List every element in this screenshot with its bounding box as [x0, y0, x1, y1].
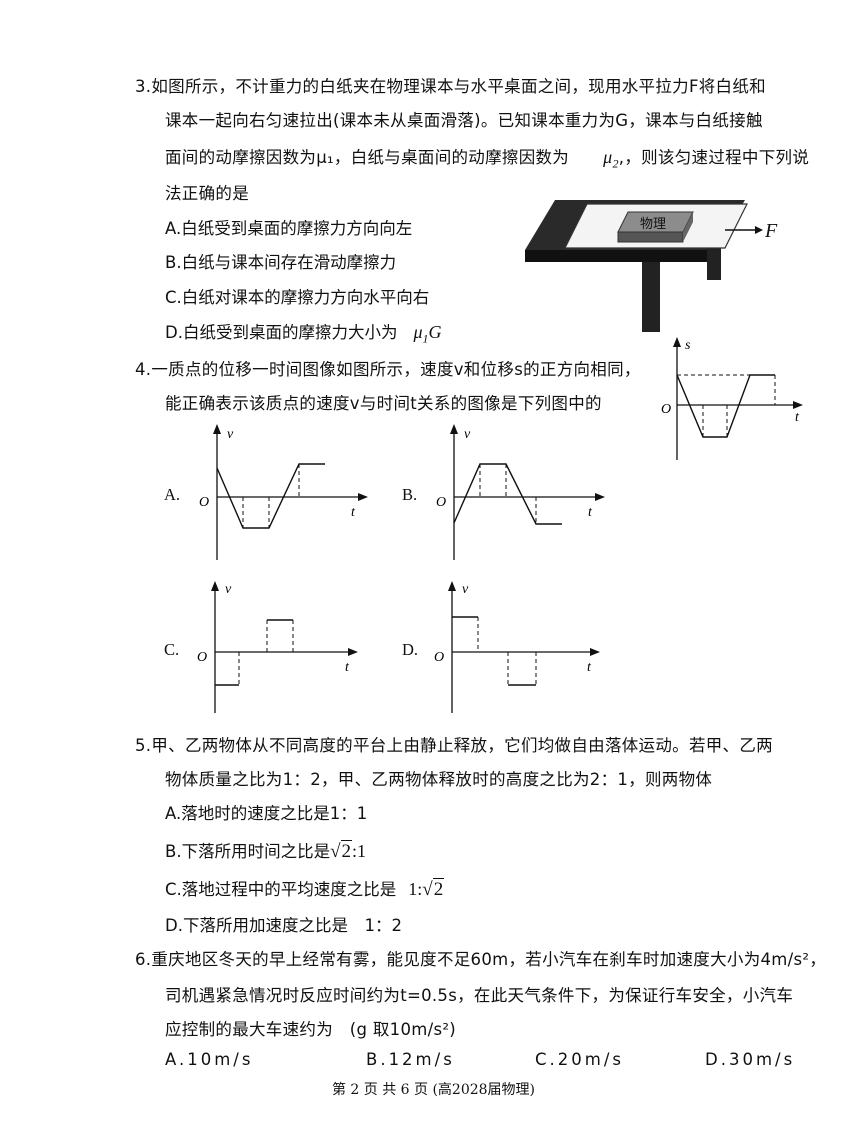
s-t-graph: s t O: [661, 337, 803, 460]
q4-stem-line1: 4.一质点的位移一时间图像如图所示，速度v和位移s的正方向相同，: [135, 360, 641, 379]
origin-label: O: [436, 495, 446, 510]
q5-option-c: C.落地过程中的平均速度之比是 1:√2: [165, 876, 445, 901]
t-axis-label: t: [345, 660, 350, 675]
mu2-subscript: 2: [612, 156, 619, 171]
v-axis-label: v: [464, 427, 471, 442]
q6-option-d: D.30m/s: [705, 1050, 796, 1069]
sqrt-symbol: √2: [422, 878, 445, 900]
table-leg-front: [642, 262, 660, 332]
force-arrowhead: [755, 226, 763, 234]
q3-stem-line3-text: 面间的动摩擦因数为μ₁，白纸与桌面间的动摩擦因数为: [165, 148, 570, 167]
origin-label: O: [661, 402, 671, 417]
q4-graph-b: v O t: [436, 424, 605, 560]
q6-stem-line2: 司机遇紧急情况时反应时间约为t=0.5s，在此天气条件下，为保证行车安全，小汽车: [165, 986, 794, 1005]
q5-option-c-head: 1:: [408, 879, 423, 899]
q4-graph-d: v O t: [434, 581, 600, 713]
v-axis-arrow: [450, 424, 458, 434]
q3-option-b: B.白纸与课本间存在滑动摩擦力: [165, 253, 397, 272]
v-axis-arrow: [213, 424, 221, 434]
book-label: 物理: [640, 216, 666, 231]
v-axis-label: v: [227, 427, 234, 442]
q5-option-b: B.下落所用时间之比是√2:1: [165, 838, 366, 863]
v-axis-label: v: [462, 582, 469, 597]
q6-stem-line1: 6.重庆地区冬天的早上经常有雾，能见度不足60m，若小汽车在刹车时加速度大小为4…: [135, 950, 827, 969]
v-t-curve: [453, 463, 562, 525]
q5-stem-line2: 物体质量之比为1：2，甲、乙两物体释放时的高度之比为2：1，则两物体: [165, 770, 713, 789]
q4-option-d-label: D.: [402, 640, 419, 659]
q3-stem-line4: 法正确的是: [165, 184, 249, 203]
t-axis-arrow: [348, 648, 358, 656]
q3-stem-line3: 面间的动摩擦因数为μ₁，白纸与桌面间的动摩擦因数为 μ2,，则该匀速过程中下列说: [165, 144, 809, 171]
q3-stem-line2: 课本一起向右匀速拉出(课本未从桌面滑落)。已知课本重力为G，课本与白纸接触: [165, 111, 763, 130]
t-axis-label: t: [588, 505, 593, 520]
t-axis-label: t: [351, 505, 356, 520]
mu1-subscript: 1: [422, 331, 429, 346]
book-right: [683, 212, 693, 242]
q4-option-c-label: C.: [164, 640, 180, 659]
q6-option-c: C.20m/s: [535, 1050, 624, 1069]
q5-option-b-tail: :1: [352, 841, 367, 861]
mu2-symbol: μ: [603, 147, 613, 167]
q4-stem-line2: 能正确表示该质点的速度v与时间t关系的图像是下列图中的: [165, 394, 602, 413]
v-axis-arrow: [211, 581, 219, 591]
origin-label: O: [434, 650, 444, 665]
tabletop-edge: [525, 250, 715, 262]
page-footer: 第 2 页 共 6 页 (高2028届物理): [331, 1082, 536, 1098]
origin-label: O: [197, 650, 207, 665]
s-t-curve: [676, 374, 775, 438]
q5-option-d: D.下落所用加速度之比是 1：2: [165, 916, 402, 935]
q3-option-a: A.白纸受到桌面的摩擦力方向向左: [165, 219, 413, 238]
v-t-curve: [216, 463, 325, 529]
v-axis-arrow: [448, 581, 456, 591]
book-side: [617, 231, 684, 243]
v-axis-label: v: [225, 582, 232, 597]
t-axis-arrow: [595, 493, 605, 501]
table-book-figure: 物理 F: [525, 200, 778, 332]
gravity-symbol: G: [428, 322, 442, 342]
q3-option-d: D.白纸受到桌面的摩擦力大小为 μ1G: [165, 319, 442, 346]
q4-option-a-label: A.: [164, 485, 181, 504]
t-axis-arrow: [590, 648, 600, 656]
q3-stem-line1: 3.如图所示，不计重力的白纸夹在物理课本与水平桌面之间，现用水平拉力F将白纸和: [135, 77, 766, 96]
q5-option-b-text: B.下落所用时间之比是: [165, 842, 331, 861]
origin-label: O: [199, 495, 209, 510]
q5-option-c-text: C.落地过程中的平均速度之比是: [165, 880, 397, 899]
t-axis-arrow: [793, 401, 803, 409]
q5-stem-line1: 5.甲、乙两物体从不同高度的平台上由静止释放，它们均做自由落体运动。若甲、乙两: [135, 736, 773, 755]
s-axis-label: s: [685, 338, 691, 353]
q3-stem-line3-tail: ,，则该匀速过程中下列说: [618, 148, 810, 167]
q6-stem-line3: 应控制的最大车速约为 (g 取10m/s²): [165, 1020, 457, 1039]
t-axis-arrow: [358, 493, 368, 501]
t-axis-label: t: [795, 410, 800, 425]
q3-option-d-text: D.白纸受到桌面的摩擦力大小为: [165, 323, 398, 342]
q5-option-a: A.落地时的速度之比是1：1: [165, 804, 368, 823]
q6-option-b: B.12m/s: [366, 1050, 455, 1069]
mu1-symbol: μ: [413, 322, 423, 342]
t-axis-label: t: [587, 660, 592, 675]
sqrt-symbol: √2: [330, 840, 353, 862]
q4-graph-c: v O t: [197, 581, 358, 713]
q4-graph-a: v O t: [199, 424, 368, 560]
q6-option-a: A.10m/s: [165, 1050, 254, 1069]
q3-option-c: C.白纸对课本的摩擦力方向水平向右: [165, 288, 430, 307]
force-label: F: [764, 220, 778, 242]
s-axis-arrow: [673, 337, 681, 347]
q4-option-b-label: B.: [402, 485, 418, 504]
